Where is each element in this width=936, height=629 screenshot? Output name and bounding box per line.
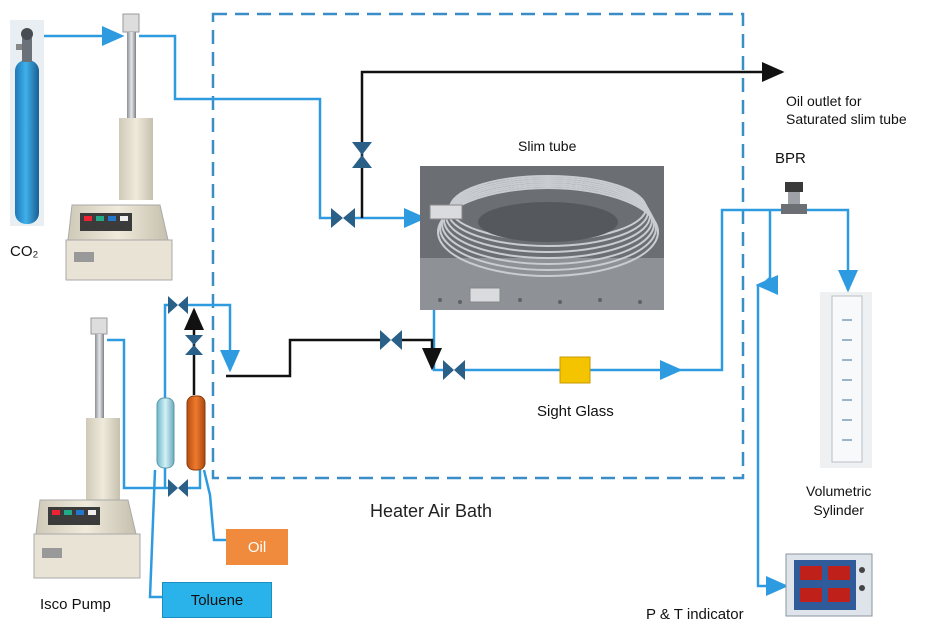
toluene-column-icon (156, 397, 175, 469)
volumetric-cylinder-label: Volumetric Sylinder (806, 483, 872, 518)
valve-icon (168, 296, 188, 314)
isco-pump-label: Isco Pump (40, 596, 111, 613)
slim-tube-label: Slim tube (518, 138, 577, 154)
sight-glass-label: Sight Glass (537, 403, 614, 420)
pt-indicator-label: P & T indicator (646, 606, 744, 623)
co2-label: CO₂ (10, 243, 39, 260)
pt-indicator-icon (785, 553, 873, 617)
valve-icon (352, 142, 372, 168)
oil-outlet-label: Oil outlet for Saturated slim tube (786, 93, 907, 127)
isco-pump-icon (33, 317, 141, 579)
isco-pump-icon (65, 13, 173, 281)
oil-column-icon (186, 395, 206, 471)
volumetric-cylinder-icon (820, 292, 872, 468)
bpr-icon (781, 182, 807, 214)
slim-tube-coil-icon (420, 166, 664, 310)
oil-label-box: Oil (226, 529, 288, 565)
valve-icon (168, 479, 188, 497)
co2-cylinder-icon (10, 20, 44, 226)
valve-icon (331, 208, 355, 228)
bpr-label: BPR (775, 150, 806, 167)
toluene-label-box: Toluene (162, 582, 272, 618)
valve-icon (380, 330, 402, 350)
sight-glass-icon (559, 356, 591, 384)
heater-air-bath-border (211, 12, 745, 480)
valve-icon (185, 335, 203, 355)
valve-icon (443, 360, 465, 380)
heater-air-bath-label: Heater Air Bath (370, 501, 493, 521)
